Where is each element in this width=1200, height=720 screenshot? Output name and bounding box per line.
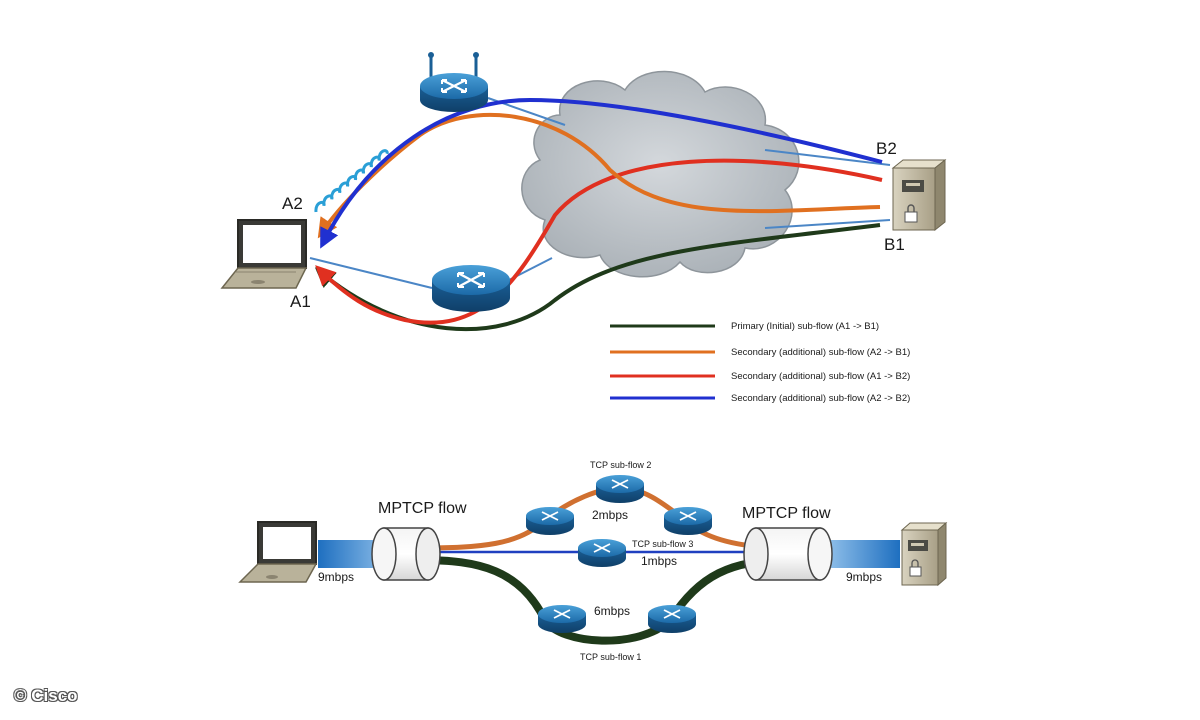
tcp-subflow-1-path: [419, 556, 791, 645]
right-mptcp-flow-label: MPTCP flow: [742, 505, 831, 522]
bottom-diagram: MPTCP flow MPTCP flow 9mbps 9mbps TCP su…: [238, 460, 948, 662]
subflow-a1-b2: [315, 158, 883, 325]
legend-label-a2-b1: Secondary (additional) sub-flow (A2 -> B…: [731, 347, 910, 358]
label-a1: A1: [290, 292, 311, 311]
router-icon: [664, 507, 712, 535]
server-icon: [891, 158, 947, 232]
tube-icon: [371, 527, 441, 581]
router-icon: [648, 605, 696, 633]
label-b1: B1: [884, 235, 905, 254]
router-icon: [596, 475, 644, 503]
tcp-subflow-1-rate: 6mbps: [594, 604, 630, 618]
tcp-subflow-3-name: TCP sub-flow 3: [632, 539, 693, 549]
tcp-subflow-2-name: TCP sub-flow 2: [590, 460, 651, 470]
tcp-subflow-1-name: TCP sub-flow 1: [580, 652, 641, 662]
label-b2: B2: [876, 139, 897, 158]
router-icon: [578, 539, 626, 567]
label-a2: A2: [282, 194, 303, 213]
laptop-icon: [238, 521, 318, 583]
copyright-watermark: © Cisco: [14, 686, 78, 705]
tcp-subflow-3-rate: 1mbps: [641, 554, 677, 568]
tcp-subflow-2-rate: 2mbps: [592, 508, 628, 522]
left-mptcp-flow-label: MPTCP flow: [378, 500, 467, 517]
router-icon: [526, 507, 574, 535]
wireless-link: [314, 149, 389, 213]
top-diagram: A2 A1 B2 B1 Primary (Initial) sub-flow (…: [220, 52, 947, 404]
wireless-router-icon: [420, 52, 488, 112]
router-icon: [432, 265, 510, 312]
cloud-icon: [521, 70, 800, 278]
legend-label-a2-b2: Secondary (additional) sub-flow (A2 -> B…: [731, 393, 910, 404]
server-icon: [900, 521, 948, 587]
left-rate-label: 9mbps: [318, 570, 354, 584]
legend: Primary (Initial) sub-flow (A1 -> B1) Se…: [610, 321, 910, 404]
link-line: [764, 219, 891, 229]
laptop-icon: [220, 219, 308, 289]
tube-icon: [743, 527, 833, 581]
router-icon: [538, 605, 586, 633]
subflow-a2-b2: [320, 97, 883, 249]
legend-label-primary: Primary (Initial) sub-flow (A1 -> B1): [731, 321, 879, 332]
legend-label-a1-b2: Secondary (additional) sub-flow (A1 -> B…: [731, 371, 910, 382]
right-rate-label: 9mbps: [846, 570, 882, 584]
link-line: [309, 257, 433, 289]
subflow-a2-b1: [317, 112, 881, 239]
link-line: [764, 149, 891, 166]
right-beam: [820, 540, 900, 568]
